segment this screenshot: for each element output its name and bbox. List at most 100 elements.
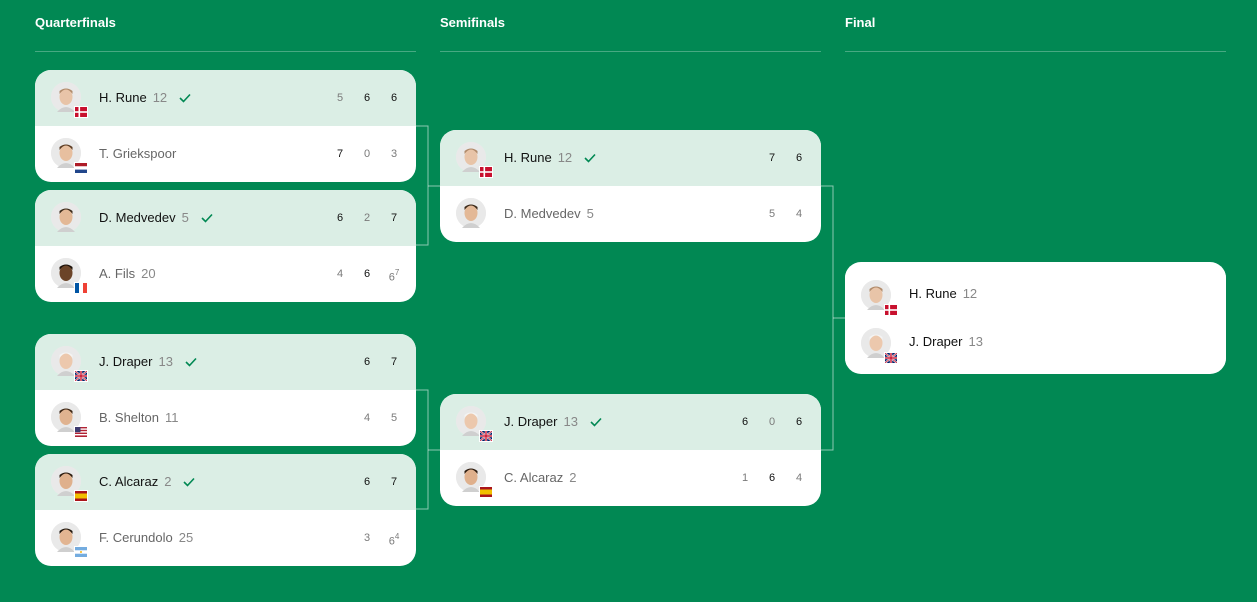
player-avatar xyxy=(861,328,898,364)
tiebreak-score: 7 xyxy=(394,268,400,277)
player-name[interactable]: C. Alcaraz xyxy=(99,474,159,489)
player-name[interactable]: A. Fils xyxy=(99,266,136,281)
set-score: 4 xyxy=(795,472,803,484)
player-name[interactable]: H. Rune xyxy=(504,150,552,165)
flag-esp-icon xyxy=(479,486,493,498)
flag-fra-icon xyxy=(74,282,88,294)
flag-den-icon xyxy=(479,166,493,178)
player-name[interactable]: J. Draper xyxy=(909,334,963,349)
set-score: 7 xyxy=(390,356,398,368)
winner-check-icon xyxy=(584,153,596,163)
final-match-card[interactable]: H. Rune 12 J. Draper 13 xyxy=(845,262,1226,374)
player-name[interactable]: F. Cerundolo xyxy=(99,530,173,545)
player-row-c-alcaraz[interactable]: C. Alcaraz 2 1 6 4 xyxy=(440,450,821,506)
player-name[interactable]: B. Shelton xyxy=(99,410,159,425)
set-score: 4 xyxy=(795,208,803,220)
set-score: 7 xyxy=(768,152,776,164)
set-score: 67 xyxy=(388,268,400,284)
set-score: 5 xyxy=(336,92,344,104)
player-name[interactable]: D. Medvedev xyxy=(504,206,581,221)
set-score: 4 xyxy=(363,412,371,424)
player-avatar xyxy=(456,142,493,178)
set-score: 1 xyxy=(741,472,749,484)
player-avatar xyxy=(51,466,88,502)
winner-check-icon xyxy=(179,93,191,103)
flag-den-icon xyxy=(74,106,88,118)
player-row-h-rune[interactable]: H. Rune 12 7 6 xyxy=(440,130,821,186)
player-seed: 25 xyxy=(178,530,194,545)
player-avatar xyxy=(456,198,486,228)
player-seed: 12 xyxy=(557,150,573,165)
player-row-f-cerundolo[interactable]: F. Cerundolo 25 3 64 xyxy=(35,510,416,566)
set-score: 3 xyxy=(363,532,371,544)
flag-gbr-icon xyxy=(479,430,493,442)
quarterfinals-header: Quarterfinals xyxy=(35,14,416,52)
set-score: 0 xyxy=(768,416,776,428)
player-seed: 12 xyxy=(152,90,168,105)
set-score: 7 xyxy=(390,212,398,224)
set-score: 64 xyxy=(388,532,400,548)
player-seed: 2 xyxy=(164,474,172,489)
winner-check-icon xyxy=(185,357,197,367)
player-seed: 2 xyxy=(569,470,577,485)
set-score: 7 xyxy=(336,148,344,160)
player-row-d-medvedev[interactable]: D. Medvedev 5 5 4 xyxy=(440,186,821,242)
player-row-c-alcaraz[interactable]: C. Alcaraz 2 6 7 xyxy=(35,454,416,510)
quarterfinal-match-card-4[interactable]: C. Alcaraz 2 6 7 F. Cerundolo 25 3 64 xyxy=(35,454,416,566)
flag-esp-icon xyxy=(74,490,88,502)
flag-ned-icon xyxy=(74,162,88,174)
set-score: 6 xyxy=(390,92,398,104)
player-avatar xyxy=(456,406,493,442)
player-avatar xyxy=(51,402,88,438)
final-header: Final xyxy=(845,14,1226,52)
set-score: 6 xyxy=(363,268,371,280)
set-score: 5 xyxy=(768,208,776,220)
player-seed: 12 xyxy=(962,286,978,301)
set-score: 6 xyxy=(795,152,803,164)
player-avatar xyxy=(51,138,88,174)
player-name[interactable]: T. Griekspoor xyxy=(99,146,177,161)
player-seed: 13 xyxy=(563,414,578,429)
player-name[interactable]: H. Rune xyxy=(99,90,147,105)
player-avatar xyxy=(51,258,88,294)
winner-check-icon xyxy=(183,477,196,487)
player-name[interactable]: J. Draper xyxy=(504,414,558,429)
set-score: 6 xyxy=(363,476,371,488)
semifinal-match-card-1[interactable]: H. Rune 12 7 6 D. Medvedev 5 5 4 xyxy=(440,130,821,242)
player-seed: 13 xyxy=(158,354,173,369)
player-row-h-rune[interactable]: H. Rune 12 xyxy=(845,270,1226,318)
semifinals-header: Semifinals xyxy=(440,14,821,52)
player-name[interactable]: J. Draper xyxy=(99,354,153,369)
player-seed: 13 xyxy=(968,334,983,349)
player-name[interactable]: D. Medvedev xyxy=(99,210,176,225)
set-score: 7 xyxy=(390,476,398,488)
player-seed: 5 xyxy=(586,206,594,221)
player-name[interactable]: H. Rune xyxy=(909,286,957,301)
player-row-h-rune[interactable]: H. Rune 12 5 6 6 xyxy=(35,70,416,126)
player-avatar xyxy=(51,522,88,558)
set-score: 6 xyxy=(768,472,776,484)
player-avatar xyxy=(51,202,81,232)
set-score: 6 xyxy=(363,92,371,104)
player-seed: 5 xyxy=(181,210,189,225)
player-row-j-draper[interactable]: J. Draper 13 xyxy=(845,318,1226,366)
flag-gbr-icon xyxy=(74,370,88,382)
set-score: 6 xyxy=(795,416,803,428)
player-avatar xyxy=(51,346,88,382)
player-name[interactable]: C. Alcaraz xyxy=(504,470,564,485)
winner-check-icon xyxy=(201,213,213,223)
winner-check-icon xyxy=(590,417,602,427)
player-seed: 11 xyxy=(165,410,179,425)
player-avatar xyxy=(861,280,898,316)
